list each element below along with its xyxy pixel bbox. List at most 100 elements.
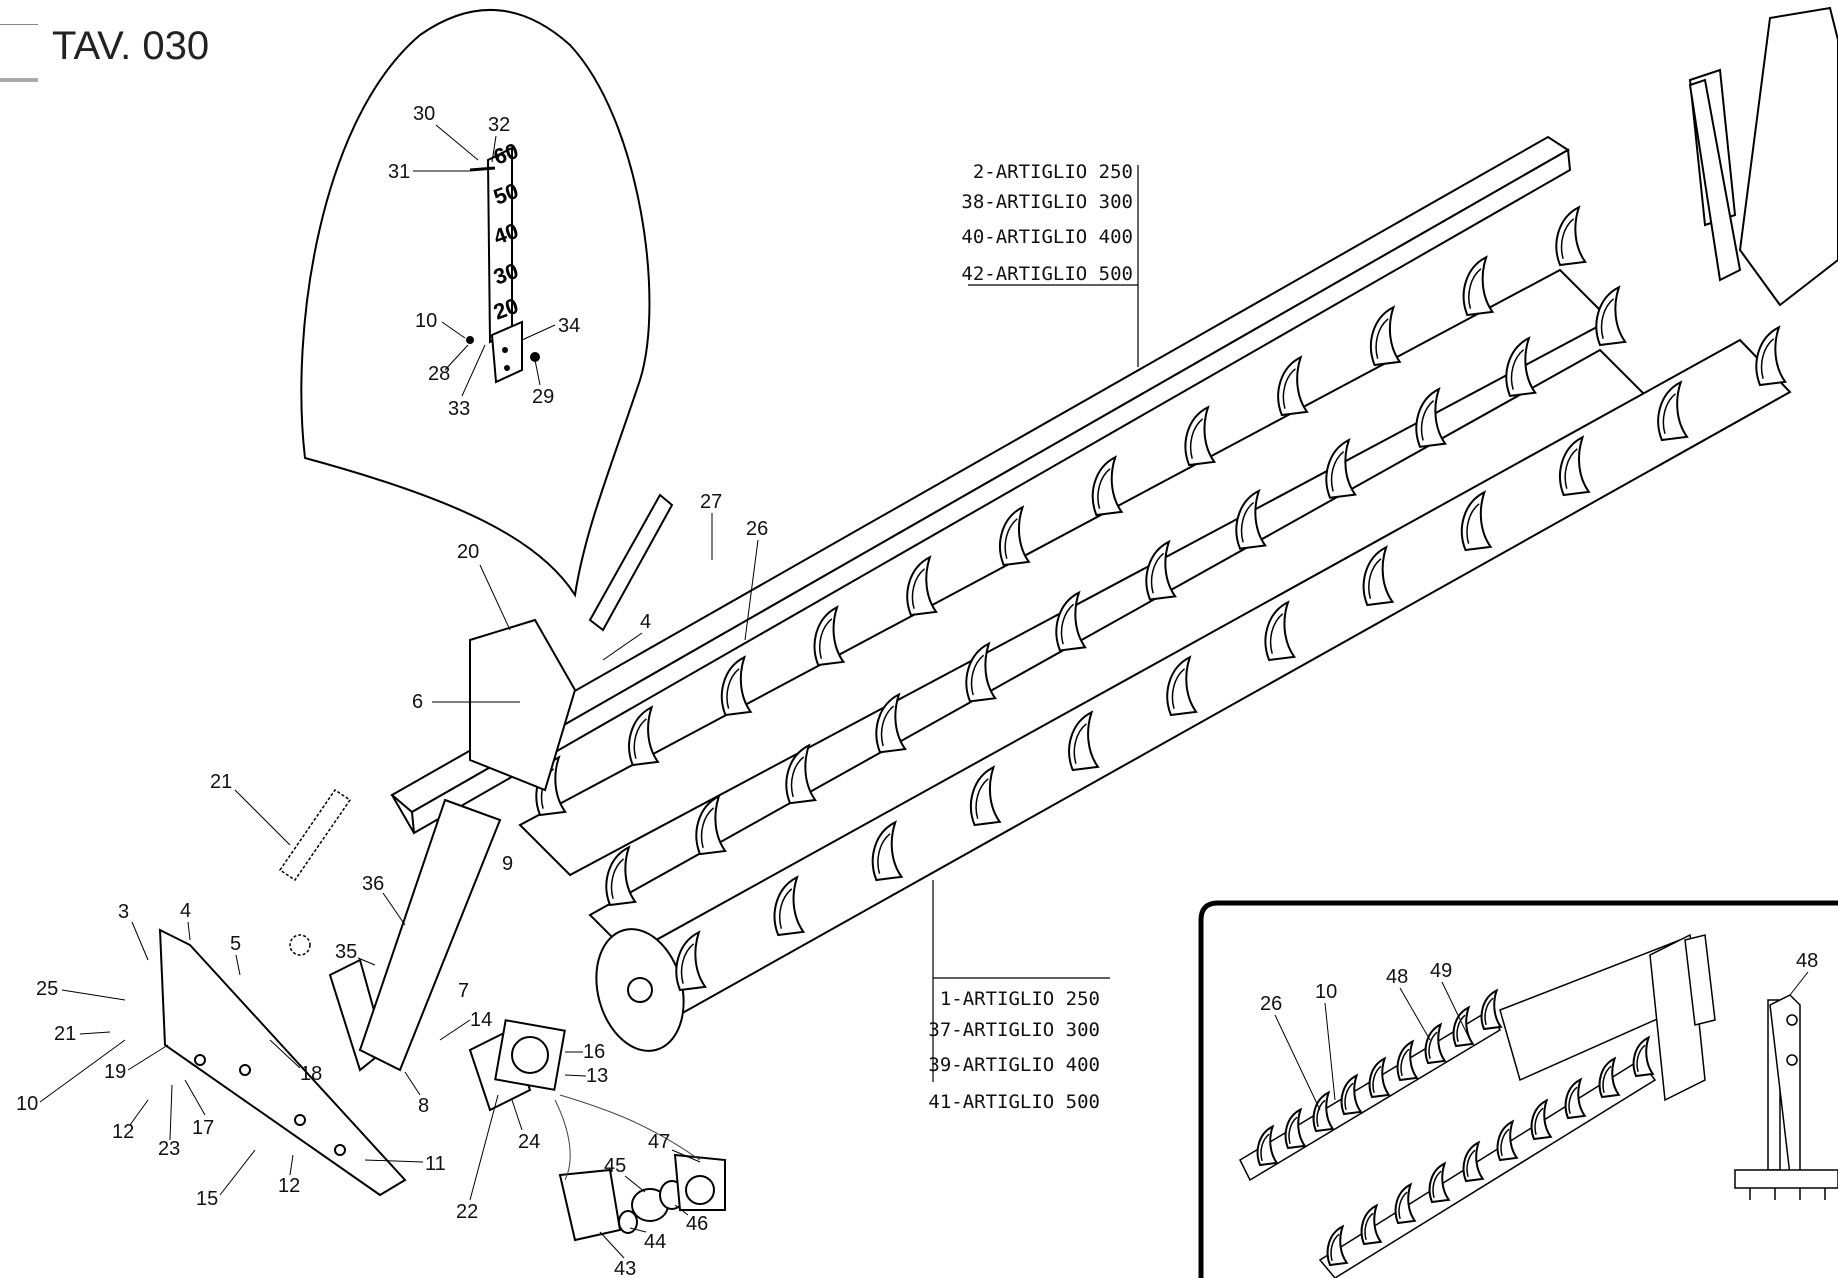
- hydraulic-cylinder: [278, 788, 352, 956]
- claw-tine: [1462, 255, 1495, 317]
- legend-claw-top: 2-ARTIGLIO 250 38-ARTIGLIO 300 40-ARTIGL…: [961, 161, 1139, 367]
- claw-tine-edge: [1260, 1133, 1270, 1162]
- part-number-label: 28: [428, 363, 450, 385]
- claw-tine: [1530, 1098, 1553, 1141]
- claw-tine: [1496, 1119, 1519, 1162]
- claw-tine: [1166, 655, 1198, 717]
- claw-tine-edge: [1060, 603, 1075, 645]
- part-number-label: 24: [518, 1131, 540, 1153]
- claw-tine: [1370, 305, 1402, 367]
- claw-tine-edge: [1420, 400, 1435, 441]
- claw-tine-edge: [1368, 558, 1382, 599]
- claw-tine: [1632, 1035, 1655, 1078]
- roller-claws: [535, 205, 1787, 992]
- claw-tine-edge: [1560, 218, 1575, 259]
- part-number-label: 13: [586, 1065, 608, 1087]
- claw-tine: [1657, 380, 1689, 442]
- claw-tine: [1340, 1073, 1363, 1116]
- claw-tine: [1460, 490, 1493, 552]
- roller-front: [595, 338, 1792, 1052]
- claw-tine: [1360, 1203, 1383, 1246]
- part-number-label: 9: [502, 853, 513, 875]
- part-number-label: 19: [104, 1061, 126, 1083]
- legend-entry: 37-ARTIGLIO 300: [928, 1019, 1100, 1041]
- claw-tine-edge: [911, 568, 926, 609]
- claw-tine-edge: [1004, 518, 1018, 559]
- part-number-label: 12: [112, 1121, 134, 1143]
- part-number-label: 48: [1386, 966, 1408, 988]
- claw-tine-edge: [1564, 448, 1578, 489]
- claw-tine: [871, 820, 904, 882]
- claw-tine-edge: [1073, 723, 1087, 764]
- claw-tine-edge: [1466, 503, 1480, 544]
- claw-tine: [999, 505, 1031, 567]
- claw-tine: [720, 655, 753, 717]
- part-number-label: 49: [1430, 960, 1452, 982]
- corner-rule-top: [0, 24, 38, 25]
- claw-tine-edge: [1288, 1116, 1298, 1145]
- claw-tine: [1256, 1124, 1279, 1167]
- claw-tine: [1480, 988, 1503, 1031]
- detail-bubble: [300, 9, 651, 598]
- part-number-label: 36: [362, 873, 384, 895]
- part-number-label: 25: [36, 978, 58, 1000]
- claw-tine: [628, 705, 660, 767]
- part-number-label: 10: [415, 310, 437, 332]
- claw-tine: [785, 743, 817, 805]
- claw-tine: [1396, 1039, 1419, 1082]
- part-number-label: 3: [118, 901, 129, 923]
- legend-entry: 2-ARTIGLIO 250: [973, 161, 1133, 183]
- part-number-label: 17: [192, 1117, 214, 1139]
- part-number-label: 4: [180, 900, 191, 922]
- claw-tine-edge: [1484, 997, 1494, 1026]
- legend-entry: 41-ARTIGLIO 500: [928, 1091, 1100, 1113]
- claw-tine: [1326, 1224, 1349, 1267]
- legend-entry: 39-ARTIGLIO 400: [928, 1054, 1100, 1076]
- claw-tine-edge: [877, 833, 891, 874]
- claw-tine-edge: [1510, 349, 1525, 390]
- claw-tine-edge: [970, 654, 985, 696]
- claw-tine: [875, 692, 907, 754]
- corner-rule-bottom: [0, 78, 38, 82]
- claw-tine-edge: [1602, 1065, 1612, 1094]
- claw-tine: [675, 930, 707, 992]
- part-number-label: 15: [196, 1188, 218, 1210]
- legend-claw-bottom: 1-ARTIGLIO 250 37-ARTIGLIO 300 39-ARTIGL…: [928, 880, 1110, 1113]
- part-number-label: 11: [425, 1153, 446, 1175]
- claw-tine-edge: [790, 756, 805, 798]
- claw-tine-edge: [1428, 1031, 1438, 1060]
- claw-tine-edge: [818, 618, 833, 659]
- claw-tine-edge: [1398, 1191, 1408, 1220]
- part-number-label: 30: [413, 103, 435, 125]
- part-number-label: 26: [1260, 993, 1282, 1015]
- claw-tine-edge: [1375, 318, 1389, 359]
- part-number-label: 33: [448, 398, 470, 420]
- claw-tine: [1598, 1056, 1621, 1099]
- left-side-plate: [158, 928, 407, 1197]
- claw-tine-edge: [1662, 393, 1676, 434]
- claw-tine-edge: [1097, 468, 1111, 509]
- inset-assembly-view: [1198, 900, 1838, 1278]
- claw-tine-edge: [1364, 1212, 1374, 1241]
- claw-tine: [1055, 590, 1087, 652]
- right-upright: [1688, 6, 1838, 307]
- part-number-label: 46: [686, 1213, 708, 1235]
- part-number-label: 27: [700, 491, 722, 513]
- claw-tine: [1415, 387, 1447, 448]
- claw-tine-edge: [1372, 1065, 1382, 1094]
- claw-tine: [813, 605, 846, 667]
- claw-tine-edge: [1760, 338, 1775, 379]
- claw-tine-edge: [680, 943, 695, 984]
- part-number-label: 7: [458, 980, 469, 1002]
- claw-tine-edge: [778, 888, 793, 929]
- claw-tine: [1394, 1182, 1417, 1225]
- claw-tine: [970, 765, 1002, 827]
- part-number-label: 26: [746, 518, 768, 540]
- legend-entry: 38-ARTIGLIO 300: [961, 191, 1133, 213]
- claw-tine: [1312, 1090, 1335, 1133]
- claw-tine-edge: [1240, 501, 1255, 543]
- part-number-label: 10: [1315, 981, 1337, 1003]
- claw-tine: [1264, 600, 1297, 662]
- part-number-label: 10: [16, 1093, 38, 1115]
